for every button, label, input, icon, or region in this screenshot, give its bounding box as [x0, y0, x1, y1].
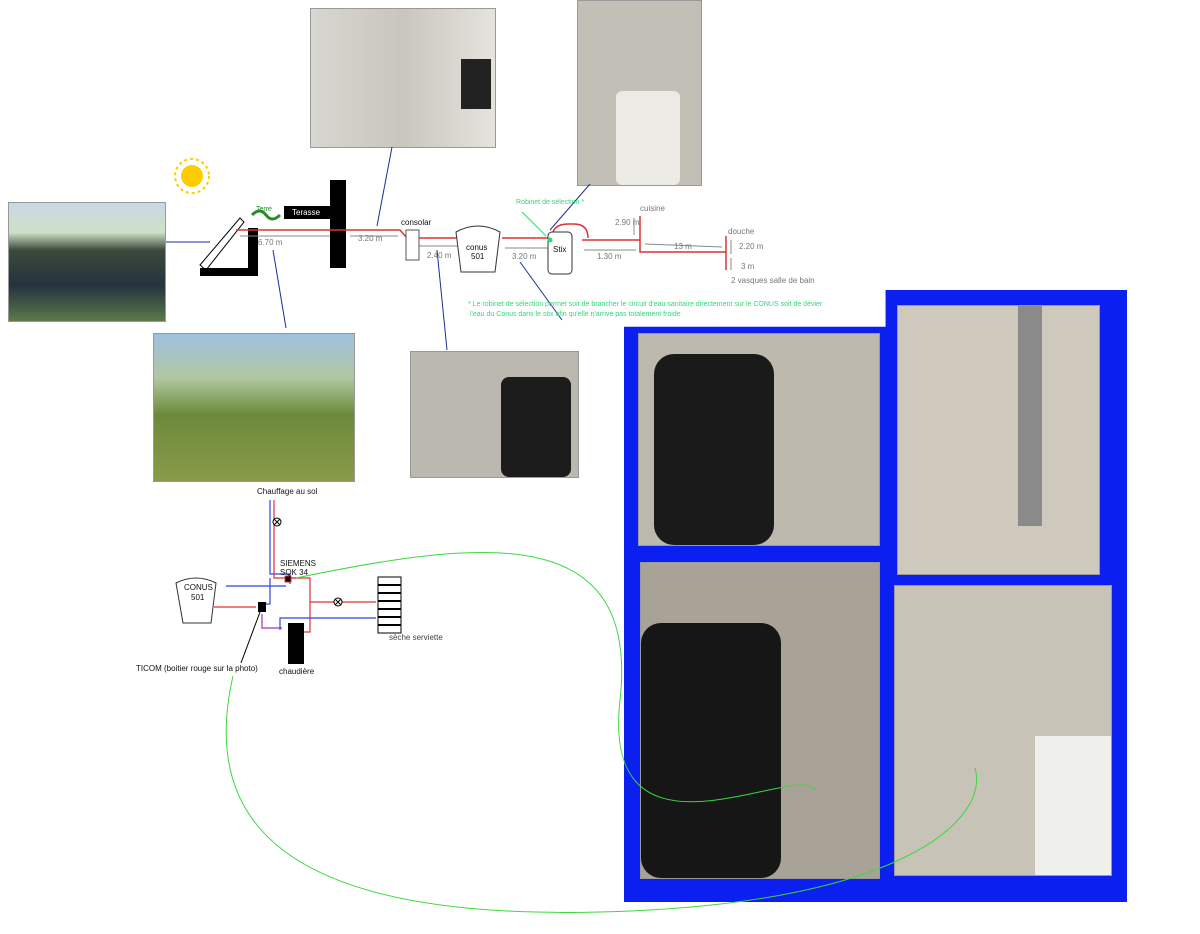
towel-radiator: [377, 576, 402, 634]
collector-frame: [199, 217, 258, 276]
dim-220: 2.20 m: [739, 242, 764, 251]
label-terre: Terre: [256, 206, 272, 213]
footnote-line1: * Le robinet de sélection permet soit de…: [468, 301, 823, 308]
consolar-box: [405, 229, 420, 261]
dim-320a: 3.20 m: [358, 234, 383, 243]
label-chaudiere: chaudière: [279, 667, 315, 676]
dim-3: 3 m: [741, 262, 755, 271]
dim-240: 2.40 m: [427, 251, 452, 260]
label-vasques: 2 vasques salle de bain: [731, 276, 815, 285]
callout-lines: [166, 146, 591, 351]
dim-13: 13 m: [674, 242, 692, 251]
valve-icon: [272, 517, 282, 527]
label-conus-bottom-num: 501: [191, 593, 205, 602]
chaudiere-block: [288, 623, 304, 664]
hot-pipes: [236, 216, 727, 270]
robinet-valve: [547, 237, 553, 243]
valve-icon: [333, 597, 343, 607]
label-robinet: Robinet de sélection *: [516, 199, 585, 206]
dimension-arrows: [240, 218, 732, 270]
conus-tank-bottom: [175, 577, 217, 624]
label-douche: douche: [728, 227, 755, 236]
link-ticom: [295, 551, 816, 803]
siemens-valve: [284, 575, 292, 583]
photo-panel-4: [894, 585, 1112, 876]
label-chauffage: Chauffage au sol: [257, 487, 318, 496]
photo-panel-3: [640, 562, 880, 879]
label-ticom: TICOM (boitier rouge sur la photo): [136, 664, 258, 673]
dim-670: 6.70 m: [258, 238, 283, 247]
label-sqk: SQK 34: [280, 568, 309, 577]
label-terasse: Terasse: [292, 208, 321, 217]
photo-garage: [310, 8, 496, 148]
conus-tank-top: [455, 225, 501, 273]
photo-water-heater: [577, 0, 702, 186]
wall: [330, 180, 346, 268]
label-consolar: consolar: [401, 218, 432, 227]
terasse-block: [284, 206, 342, 219]
ticom-box: [258, 602, 266, 612]
dim-290: 2.90 m: [615, 218, 640, 227]
label-conus: conus: [466, 243, 488, 252]
label-seche-serviette: sèche serviette: [389, 633, 443, 642]
stix-tank: [547, 231, 573, 275]
label-siemens: SIEMENS: [280, 559, 317, 568]
dim-130: 1.30 m: [597, 252, 622, 261]
photo-panel-1: [638, 333, 880, 546]
dim-320b: 3.20 m: [512, 252, 537, 261]
sun-icon: [174, 158, 210, 194]
footnote-line2: l'eau du Conus dans le stix afin qu'elle…: [470, 311, 681, 318]
photo-solar-panels: [8, 202, 166, 322]
label-conus-num: 501: [471, 252, 485, 261]
photo-panel-2: [897, 305, 1100, 575]
label-cuisine: cuisine: [640, 204, 665, 213]
label-conus-bottom: CONUS: [184, 583, 213, 592]
label-stix: Stix: [553, 245, 567, 254]
link-siemens: [225, 675, 977, 913]
photo-hill: [153, 333, 355, 482]
photo-conus-tank: [410, 351, 579, 478]
